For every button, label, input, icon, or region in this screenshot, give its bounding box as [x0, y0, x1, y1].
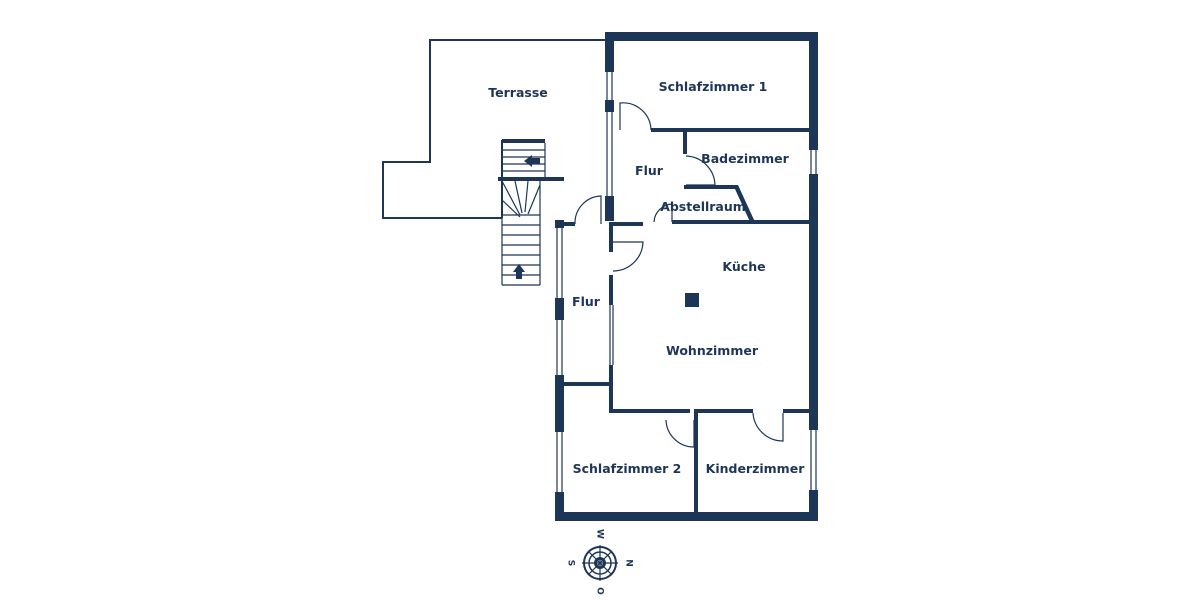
- room-labels: Terrasse Schlafzimmer 1 Badezimmer Flur …: [488, 79, 805, 476]
- terrace-outline: [382, 39, 610, 219]
- label-flur-lower: Flur: [572, 294, 601, 309]
- compass-east: O: [595, 587, 605, 595]
- exterior-walls: [555, 32, 818, 521]
- compass-north: N: [624, 559, 634, 567]
- compass-south: S: [566, 560, 576, 566]
- label-terrasse: Terrasse: [488, 85, 547, 100]
- compass-west: W: [595, 529, 605, 539]
- staircase: [498, 139, 564, 286]
- arrow-left-icon: [524, 155, 540, 167]
- doors: [574, 102, 784, 448]
- label-abstellraum: Abstellraum: [660, 199, 746, 214]
- label-kueche: Küche: [722, 259, 765, 274]
- windows: [556, 72, 817, 492]
- label-flur-upper: Flur: [635, 163, 664, 178]
- label-wohnzimmer: Wohnzimmer: [666, 343, 759, 358]
- label-schlafzimmer-2: Schlafzimmer 2: [573, 461, 682, 476]
- label-badezimmer: Badezimmer: [701, 151, 789, 166]
- compass-rose-icon: W O N S: [566, 529, 634, 595]
- label-kinderzimmer: Kinderzimmer: [706, 461, 806, 476]
- label-schlafzimmer-1: Schlafzimmer 1: [659, 79, 768, 94]
- arrow-up-icon: [513, 264, 525, 279]
- interior-walls: [560, 128, 813, 516]
- chimney: [685, 293, 699, 307]
